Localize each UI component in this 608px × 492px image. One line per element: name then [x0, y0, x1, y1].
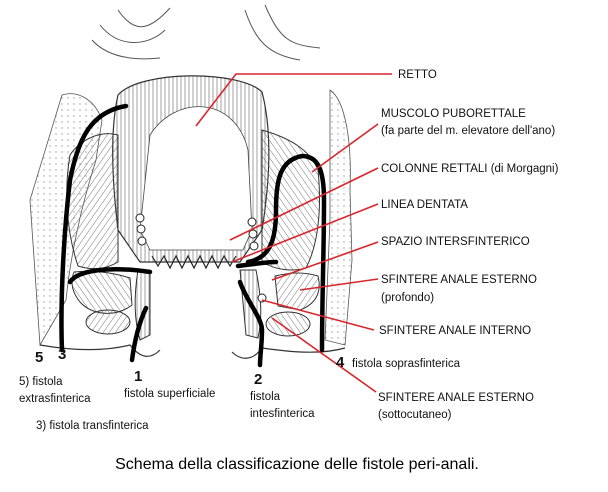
ischiorectal-fat-right — [324, 89, 353, 346]
pointer-spazio-intersfinterico — [271, 241, 379, 281]
label-sfintere-esterno-profondo: SFINTERE ANALE ESTERNO — [381, 274, 537, 286]
label-fistola-superficiale: fistola superficiale — [124, 388, 215, 400]
fistula-number-1: 1 — [134, 368, 142, 385]
label-colonne-rettali: COLONNE RETTALI (di Morgagni) — [381, 163, 559, 175]
label-fistola-soprasfinterica: fistola soprasfinterica — [352, 358, 461, 370]
label-muscolo-puborettale-note: (fa parte del m. elevatore dell'ano) — [381, 125, 555, 137]
fistula-intersphincteric-path — [237, 279, 265, 368]
perineum-skin — [39, 344, 346, 359]
label-fistola-extrasfinterica-1: 5) fistola — [19, 376, 63, 388]
pointer-puborettale — [311, 123, 379, 173]
pointer-sfintere-sottocutaneo — [271, 317, 377, 393]
label-fistola-intesfinterica-1: fistola — [250, 391, 281, 403]
pointer-sfintere-profondo — [299, 278, 379, 291]
puborectalis-right — [261, 129, 320, 271]
dentate-line — [151, 254, 237, 270]
pointer-colonne — [229, 167, 379, 241]
mesorectum-right — [244, 4, 321, 61]
mesorectum-left — [91, 7, 171, 60]
fistula-transsphincteric-path — [67, 266, 153, 285]
label-fistola-intesfinterica-2: intesfinterica — [250, 408, 315, 420]
external-sphincter-subcutaneous-right — [265, 311, 311, 337]
pointer-linea-dentata — [231, 203, 379, 263]
label-spazio-intersfinterico: SPAZIO INTERSFINTERICO — [381, 236, 530, 248]
rectal-lumen — [139, 106, 253, 251]
fistula-number-4: 4 — [336, 354, 345, 371]
anatomy-drawing — [29, 4, 353, 359]
fistula-number-5: 5 — [35, 349, 43, 366]
structure-labels: RETTO MUSCOLO PUBORETTALE (fa parte del … — [378, 69, 559, 421]
label-muscolo-puborettale: MUSCOLO PUBORETTALE — [381, 108, 526, 120]
external-sphincter-subcutaneous-left — [85, 309, 131, 335]
fistula-labels: 5 3 1 2 4 5) fistola extrasfinterica fis… — [19, 346, 461, 432]
figure-caption: Schema della classificazione delle fisto… — [115, 456, 479, 473]
fistula-superficial-path — [129, 305, 149, 363]
label-sfintere-esterno-profondo-note: (profondo) — [381, 292, 434, 304]
label-sfintere-interno: SFINTERE ANALE INTERNO — [379, 325, 531, 337]
pointer-lines — [195, 73, 392, 393]
label-sfintere-esterno-sottocutaneo: SFINTERE ANALE ESTERNO — [378, 392, 534, 404]
label-sfintere-esterno-sottocutaneo-note: (sottocutaneo) — [378, 409, 452, 421]
fistula-number-2: 2 — [254, 371, 262, 388]
label-linea-dentata: LINEA DENTATA — [381, 199, 468, 211]
label-fistola-transfinterica: 3) fistola transfinterica — [36, 420, 149, 432]
fistula-extrasphincteric-path — [59, 103, 129, 353]
pointer-retto — [195, 73, 392, 127]
fistula-suprasphincteric-path — [245, 153, 327, 353]
pointer-sfintere-interno — [261, 299, 375, 331]
fistula-paths — [59, 103, 327, 368]
fistula-number-3: 3 — [58, 346, 66, 363]
label-fistola-extrasfinterica-2: extrasfinterica — [19, 393, 91, 405]
label-retto: RETTO — [398, 69, 437, 81]
external-sphincter-deep-left — [71, 270, 133, 314]
fistula-dentate-crossing — [235, 259, 279, 269]
